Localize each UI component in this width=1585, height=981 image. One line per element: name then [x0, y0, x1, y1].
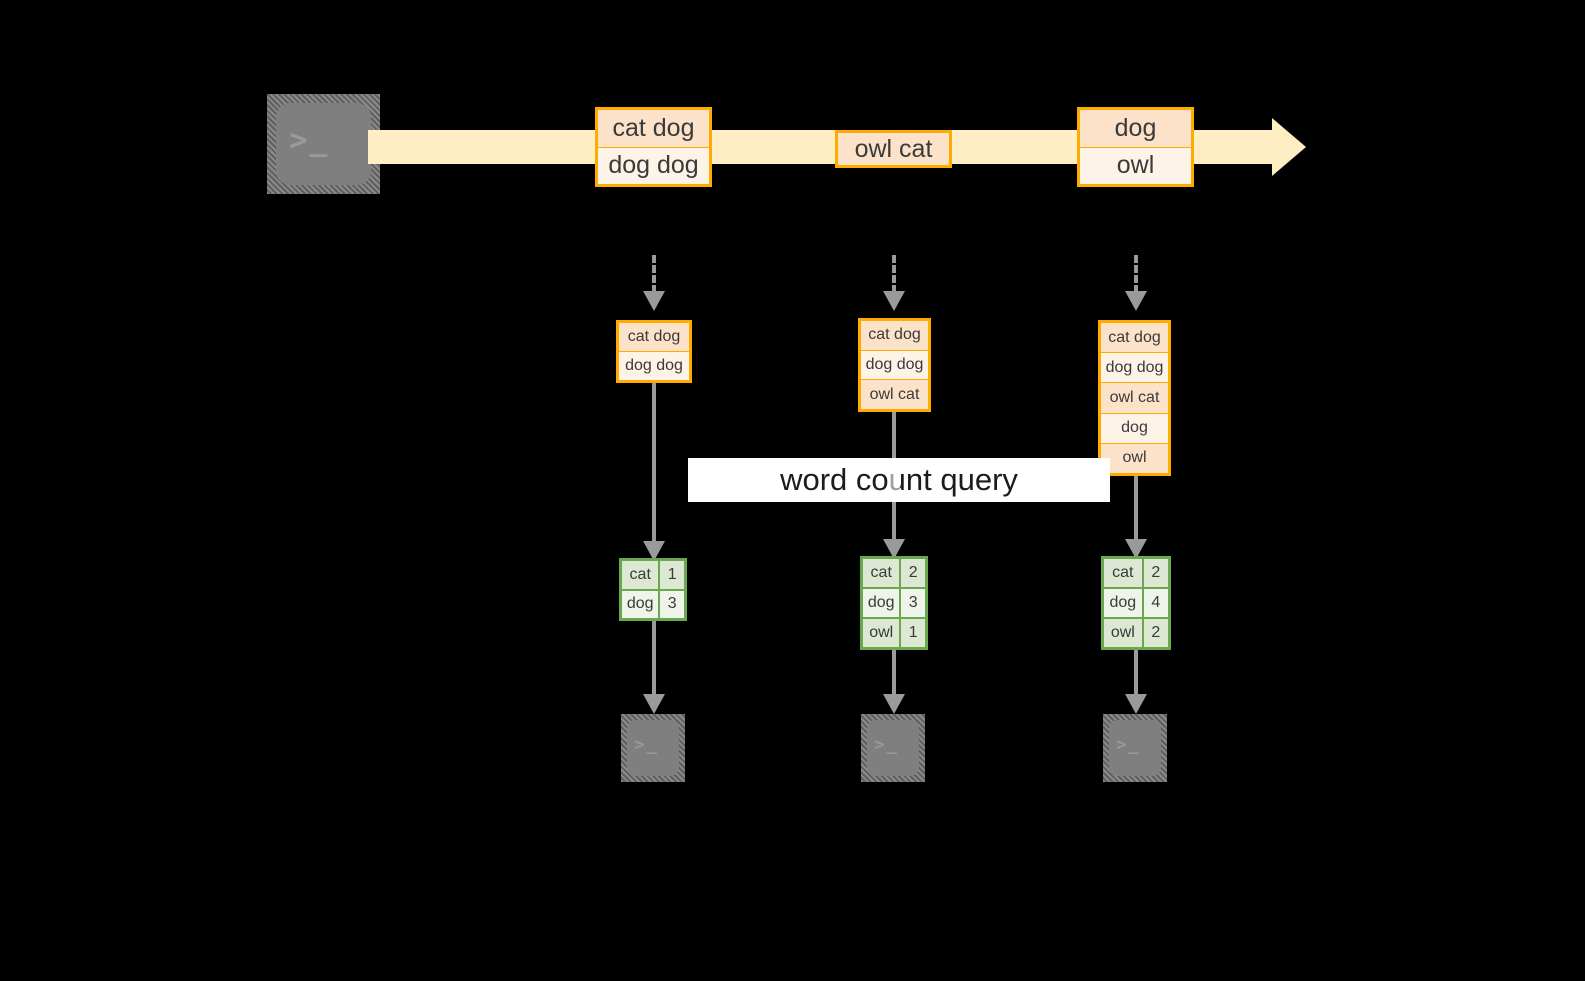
t2-accumulated-table: cat dog dog dog owl cat	[858, 318, 931, 412]
t1-accumulated-row: cat dog	[619, 323, 689, 352]
t3-result-word: cat	[1104, 559, 1144, 587]
t3-input-dashed-line	[1134, 255, 1138, 293]
t1-result-word: dog	[622, 590, 661, 618]
t2-result-table: cat 2 dog 3 owl 1	[860, 556, 928, 650]
t2-input-dashed-line	[892, 255, 896, 293]
stream-event-1-line-1: cat dog	[598, 110, 709, 148]
t2-accumulated-row: cat dog	[861, 321, 928, 351]
t1-query-arrowhead	[643, 541, 665, 561]
t2-sink-line	[892, 650, 896, 701]
stream-event-1-line-2: dog dog	[598, 147, 709, 184]
t1-result-table: cat 1 dog 3	[619, 558, 687, 621]
stream-event-1: cat dog dog dog	[595, 107, 712, 187]
t2-result-word: owl	[863, 619, 902, 647]
source-terminal-prompt: >_	[289, 122, 330, 158]
t3-sink-terminal-body: >_	[1109, 720, 1161, 776]
t3-query-line	[1134, 476, 1138, 559]
t1-result-row: dog 3	[622, 590, 684, 618]
t3-accumulated-table: cat dog dog dog owl cat dog owl	[1098, 320, 1171, 476]
t2-result-word: dog	[863, 589, 902, 617]
t3-sink-arrowhead	[1125, 694, 1147, 714]
t1-sink-line	[652, 621, 656, 701]
t2-result-count: 3	[901, 589, 925, 617]
t1-query-line	[652, 383, 656, 561]
t2-result-row: owl 1	[863, 619, 925, 647]
t2-result-count: 2	[901, 559, 925, 587]
stream-event-3-line-1: dog	[1080, 110, 1191, 148]
t1-sink-terminal-prompt: >_	[634, 735, 659, 756]
t2-query-arrowhead	[883, 539, 905, 559]
t1-input-arrowhead	[643, 291, 665, 311]
t3-result-word: dog	[1104, 589, 1144, 617]
source-terminal-body: >_	[276, 103, 371, 185]
t3-result-row: owl 2	[1104, 619, 1168, 647]
t3-accumulated-row: dog	[1101, 413, 1168, 444]
source-terminal-icon: >_	[267, 94, 380, 194]
t3-query-arrowhead	[1125, 539, 1147, 559]
t3-accumulated-row: owl cat	[1101, 383, 1168, 414]
t3-result-count: 2	[1143, 559, 1168, 587]
t2-sink-terminal-prompt: >_	[874, 735, 899, 756]
t3-input-arrowhead	[1125, 291, 1147, 311]
t3-result-row: cat 2	[1104, 559, 1168, 589]
t1-result-row: cat 1	[622, 561, 684, 591]
t1-accumulated-row: dog dog	[619, 352, 689, 380]
t3-accumulated-row: owl	[1101, 443, 1168, 474]
t1-sink-arrowhead	[643, 694, 665, 714]
stream-event-3: dog owl	[1077, 107, 1194, 187]
event-stream-arrowhead	[1272, 118, 1306, 176]
t2-accumulated-row: owl cat	[861, 380, 928, 410]
t1-input-dashed-line	[652, 255, 656, 293]
stream-event-2: owl cat	[835, 130, 952, 168]
t2-result-count: 1	[901, 619, 925, 647]
stream-event-3-line-2: owl	[1080, 147, 1191, 184]
t3-accumulated-row: cat dog	[1101, 323, 1168, 354]
t3-result-word: owl	[1104, 619, 1144, 647]
t3-result-table: cat 2 dog 4 owl 2	[1101, 556, 1171, 650]
t2-sink-terminal-body: >_	[867, 720, 919, 776]
t2-accumulated-row: dog dog	[861, 350, 928, 381]
t1-result-count: 1	[660, 561, 684, 589]
t2-sink-terminal-icon: >_	[861, 714, 925, 782]
stream-event-2-line-1: owl cat	[838, 133, 949, 165]
t1-sink-terminal-body: >_	[627, 720, 679, 776]
t1-result-count: 3	[660, 590, 684, 618]
t2-sink-arrowhead	[883, 694, 905, 714]
t3-sink-line	[1134, 650, 1138, 701]
t3-result-count: 2	[1143, 619, 1168, 647]
t3-result-count: 4	[1143, 589, 1168, 617]
query-band-line-crossing	[888, 458, 900, 502]
t2-result-row: dog 3	[863, 589, 925, 619]
t1-result-word: cat	[622, 561, 661, 589]
t3-sink-terminal-prompt: >_	[1116, 735, 1141, 756]
t1-sink-terminal-icon: >_	[621, 714, 685, 782]
t2-result-word: cat	[863, 559, 902, 587]
t3-accumulated-row: dog dog	[1101, 353, 1168, 384]
t1-accumulated-table: cat dog dog dog	[616, 320, 692, 383]
t3-result-row: dog 4	[1104, 589, 1168, 619]
t3-sink-terminal-icon: >_	[1103, 714, 1167, 782]
t2-input-arrowhead	[883, 291, 905, 311]
t2-result-row: cat 2	[863, 559, 925, 589]
